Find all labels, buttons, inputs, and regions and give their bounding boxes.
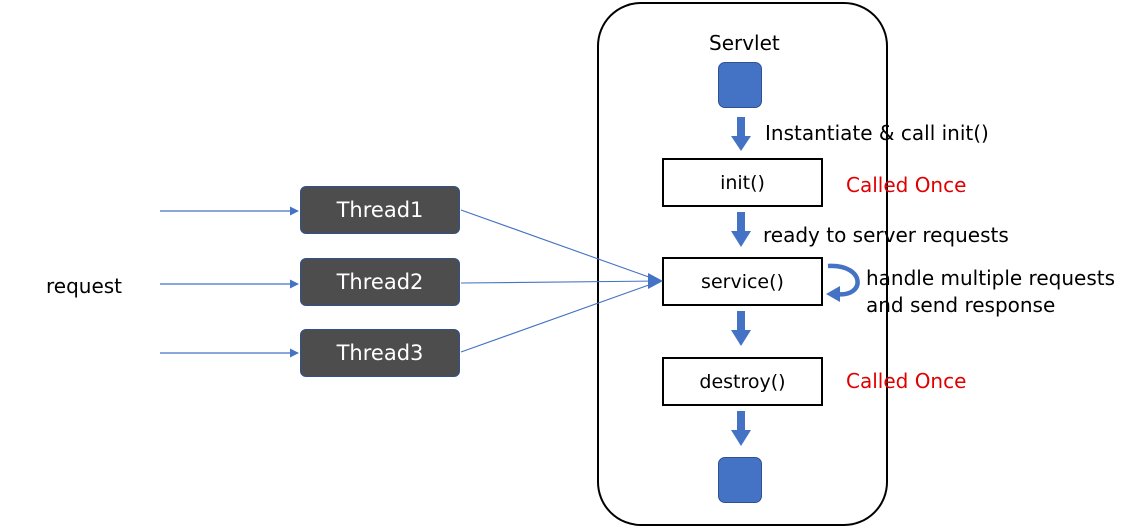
service-method-box: service() bbox=[662, 257, 823, 306]
init-method-label: init() bbox=[720, 171, 765, 194]
handle-requests-label: handle multiple requests bbox=[866, 266, 1115, 290]
init-method-box: init() bbox=[662, 158, 823, 207]
init-called-once-note: Called Once bbox=[846, 173, 967, 197]
thread-label-2: Thread2 bbox=[336, 270, 424, 294]
servlet-start-node bbox=[718, 62, 762, 108]
thread-box-3: Thread3 bbox=[300, 329, 460, 377]
destroy-method-label: destroy() bbox=[699, 370, 786, 393]
destroy-method-box: destroy() bbox=[662, 357, 823, 406]
send-response-label: and send response bbox=[866, 293, 1056, 317]
destroy-called-once-note: Called Once bbox=[846, 369, 967, 393]
ready-label: ready to server requests bbox=[763, 223, 1009, 247]
servlet-end-node bbox=[718, 457, 762, 503]
thread-label-1: Thread1 bbox=[336, 198, 424, 222]
thread-box-2: Thread2 bbox=[300, 258, 460, 306]
thread-box-1: Thread1 bbox=[300, 186, 460, 234]
thread-label-3: Thread3 bbox=[336, 341, 424, 365]
servlet-title: Servlet bbox=[709, 31, 780, 55]
service-method-label: service() bbox=[701, 270, 784, 293]
request-label: request bbox=[46, 274, 123, 298]
instantiate-label: Instantiate & call init() bbox=[765, 121, 989, 145]
